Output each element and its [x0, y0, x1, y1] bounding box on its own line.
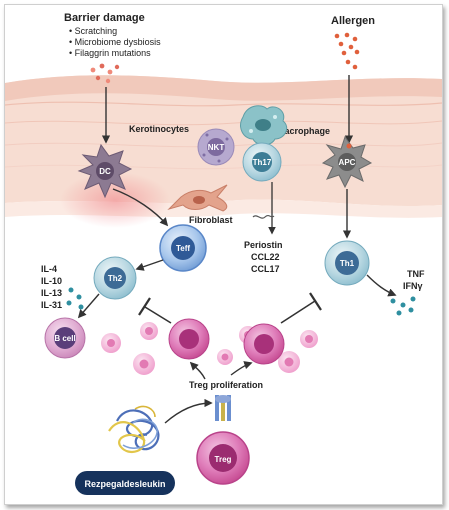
th2-to-bcell-arrow [77, 293, 100, 319]
th17-cell: Th17 [242, 142, 282, 182]
allergen-particles [334, 32, 360, 70]
dc-cell: DC [77, 143, 133, 199]
barrier-item-2: • Microbiome dysbiosis [69, 37, 161, 47]
drug-molecule-icon [108, 405, 160, 454]
drug-name-pill: Rezpegaldesleukin [75, 471, 175, 495]
fibroblast-label: Fibroblast [189, 215, 233, 225]
pink-cells-background [101, 322, 318, 375]
squiggle-icon [252, 214, 275, 219]
il13-label: IL-13 [41, 288, 62, 298]
teff-to-th2-arrow [135, 259, 164, 271]
th1-to-cytokines-arrow [366, 274, 397, 297]
nkt-label: NKT [208, 143, 225, 152]
treg-cell-left [168, 318, 210, 360]
th17-label: Th17 [253, 158, 272, 167]
il31-label: IL-31 [41, 300, 62, 310]
barrier-particles [90, 63, 120, 84]
nkt-cell: NKT [197, 128, 235, 166]
teff-cell: Teff [159, 224, 207, 272]
barrier-item-1: • Scratching [69, 26, 117, 36]
macrophage-label: Macrophage [277, 126, 330, 136]
il2-receptor [215, 395, 231, 421]
barrier-item-3: • Filaggrin mutations [69, 48, 151, 58]
drug-to-receptor-arrow [164, 398, 213, 424]
inhibition-line-right [280, 292, 322, 324]
fibroblast-cell [167, 184, 228, 212]
treg-label: Treg [215, 455, 232, 464]
il10-label: IL-10 [41, 276, 62, 286]
dc-to-teff-arrow [112, 188, 169, 227]
apc-label: APC [339, 158, 356, 167]
immune-pathway-diagram: Barrier damage • Scratching • Microbiome… [5, 12, 442, 495]
periostin-label: Periostin [244, 240, 283, 250]
apc-cell: APC [321, 135, 373, 189]
th2-label: Th2 [108, 274, 123, 283]
ccl17-label: CCL17 [251, 264, 280, 274]
il4-label: IL-4 [41, 264, 57, 274]
proliferation-arrow-right [230, 361, 253, 376]
th1-cell: Th1 [324, 240, 370, 286]
inhibition-line-left [138, 297, 172, 324]
barrier-title: Barrier damage [64, 12, 145, 24]
teff-label: Teff [176, 244, 190, 253]
th1-label: Th1 [340, 259, 355, 268]
th2-cell: Th2 [93, 256, 137, 300]
ccl22-label: CCL22 [251, 252, 280, 262]
proliferation-arrow-left [189, 361, 206, 380]
th1-cytokine-dots [390, 296, 416, 316]
ifng-label: IFNγ [403, 281, 423, 291]
dc-label: DC [99, 167, 111, 176]
tnf-label: TNF [407, 269, 425, 279]
keratinocytes-label: Kerotinocytes [129, 124, 189, 134]
allergen-title: Allergen [331, 15, 375, 27]
bcell-label: B cell [54, 334, 75, 343]
macrophage-cell [240, 105, 288, 146]
bcell-cell: B cell [44, 317, 86, 359]
treg-cell-main: Treg [196, 431, 250, 485]
figure-frame: Barrier damage • Scratching • Microbiome… [4, 4, 443, 505]
th2-cytokine-dots [66, 287, 84, 310]
treg-cell-right [243, 323, 285, 365]
treg-proliferation-label: Treg proliferation [189, 380, 263, 390]
drug-name: Rezpegaldesleukin [84, 479, 165, 489]
